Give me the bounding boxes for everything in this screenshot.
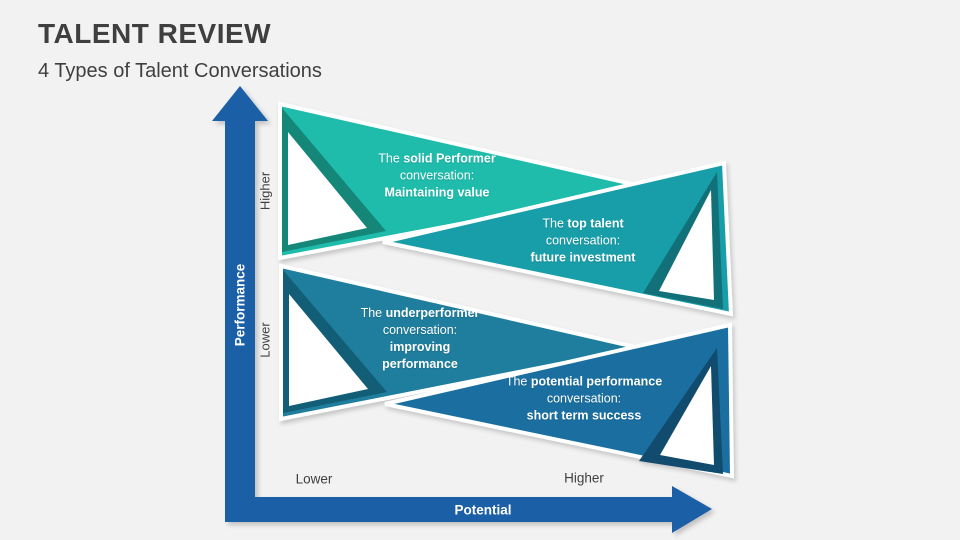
caption-line: The underperformer [360,306,480,320]
caption-line: conversation: [399,168,475,183]
x-axis-tick-lower: Lower [295,471,333,487]
y-axis-shaft [225,118,255,522]
caption-line: future investment [530,250,636,265]
caption-underperformer: The underperformer conversation: improvi… [361,305,480,373]
caption-line: conversation: [545,233,621,248]
caption-line: short term success [526,408,642,423]
caption-line: conversation: [382,323,458,337]
caption-top-talent: The top talent conversation: future inve… [531,216,636,267]
caption-line: Maintaining value [384,185,490,200]
quadrant-top-talent-wedge [382,160,734,317]
page-title: TALENT REVIEW [38,18,272,49]
caption-line: The top talent [542,216,624,231]
caption-line: The solid Performer [378,151,496,166]
quadrant-potential-performance-wedge [384,322,735,479]
quadrant-potential-performance-white-triangle [660,366,714,465]
axis-arrows [212,86,712,533]
quadrant-potential-performance-shape [384,322,735,479]
page-subtitle: 4 Types of Talent Conversations [38,60,322,82]
y-axis-tick-lower: Lower [257,322,273,358]
quadrant-solid-performer-shape [278,101,651,261]
caption-solid-performer: The solid Performer conversation: Mainta… [378,151,495,202]
quadrant-underperformer-shape [279,263,641,422]
quadrant-top-talent-white-triangle [659,190,714,300]
x-axis-shaft [225,497,675,522]
x-axis-label: Potential [454,502,512,518]
x-axis-arrowhead-icon [672,486,712,533]
caption-line: improving [389,340,451,354]
caption-line: The potential performance [505,374,663,389]
y-axis-arrowhead-icon [212,86,268,121]
x-axis-tick-higher: Higher [564,470,604,486]
quadrant-solid-performer-white-triangle [288,132,367,245]
quadrant-top-talent-shape [382,160,734,317]
y-axis-tick-higher: Higher [257,171,273,211]
caption-potential-performance: The potential performance conversation: … [506,374,662,425]
caption-line: performance [382,357,458,371]
quadrant-underperformer-white-triangle [289,294,368,406]
y-axis-label: Performance [232,263,248,347]
caption-line: conversation: [546,391,622,406]
